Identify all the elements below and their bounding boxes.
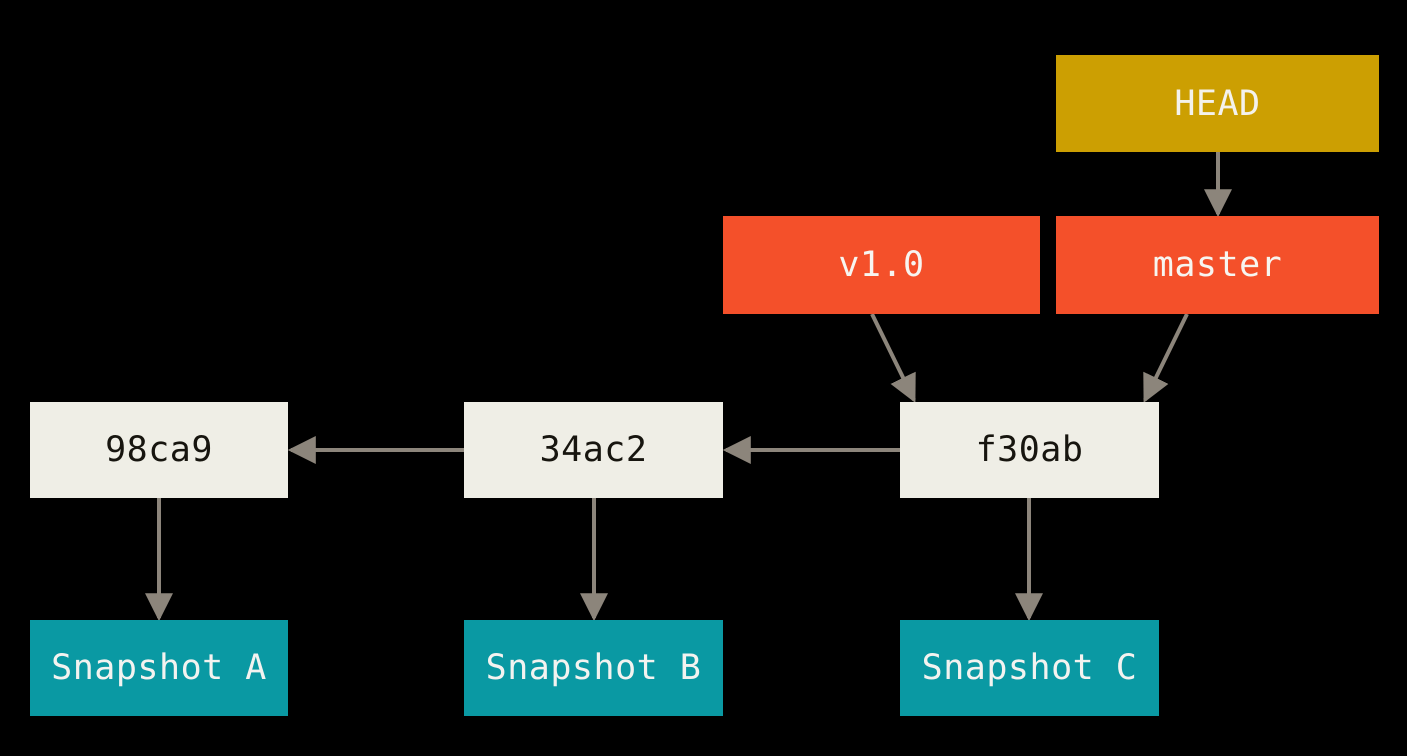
node-head[interactable]: HEAD: [1056, 55, 1379, 152]
node-commit-label: 34ac2: [539, 430, 648, 470]
node-snapshot-label: Snapshot A: [51, 648, 267, 688]
node-snapshot-label: Snapshot B: [485, 648, 702, 688]
node-branch-master[interactable]: master: [1056, 216, 1379, 314]
edge-master-to-f30ab: [1143, 313, 1189, 403]
node-snapshot-a[interactable]: Snapshot A: [30, 620, 288, 716]
node-commit-label: 98ca9: [105, 430, 213, 470]
node-commit-label: f30ab: [975, 430, 1084, 470]
node-commit-34ac2[interactable]: 34ac2: [464, 402, 723, 498]
node-snapshot-c[interactable]: Snapshot C: [900, 620, 1159, 716]
node-tag-label: v1.0: [838, 245, 925, 285]
node-snapshot-b[interactable]: Snapshot B: [464, 620, 723, 716]
node-tag-v1-0[interactable]: v1.0: [723, 216, 1040, 314]
node-head-label: HEAD: [1174, 83, 1261, 124]
node-commit-98ca9[interactable]: 98ca9: [30, 402, 288, 498]
node-branch-label: master: [1152, 245, 1283, 285]
node-snapshot-label: Snapshot C: [921, 648, 1138, 688]
node-commit-f30ab[interactable]: f30ab: [900, 402, 1159, 498]
edge-tag-to-f30ab: [870, 313, 916, 403]
